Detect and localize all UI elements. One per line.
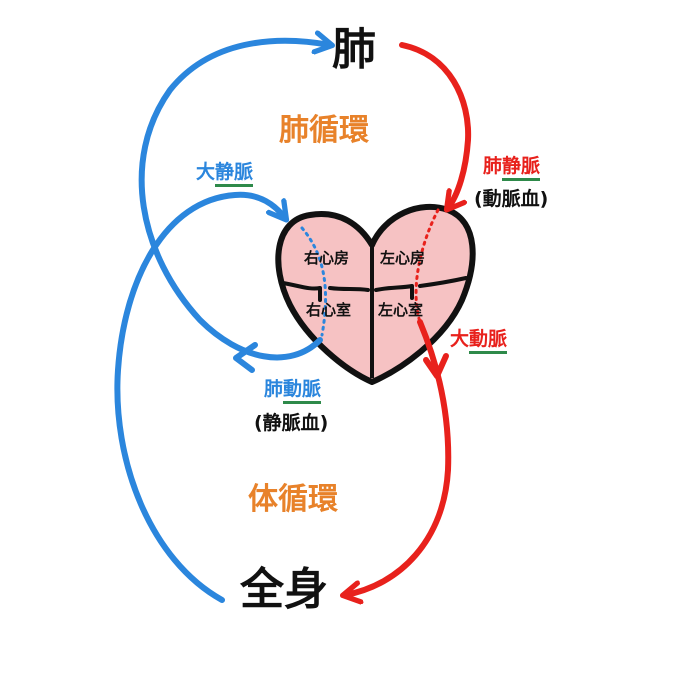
pulmonary-circulation-label: 肺循環	[279, 113, 369, 148]
left-heart-flow-dotted	[414, 208, 440, 324]
pulmonary-artery-underlined: 動脈	[283, 378, 322, 404]
pulmonary-artery-arrow	[138, 41, 330, 361]
systemic-circulation-label: 体循環	[248, 482, 338, 517]
aorta-underlined: 動脈	[469, 328, 508, 354]
pulmonary-vein-label: 肺静脈	[483, 155, 541, 181]
vena-cava-label: 大静脈	[196, 161, 254, 187]
venous-blood-label: (静脈血)	[254, 412, 329, 434]
aorta-arrow	[345, 319, 452, 595]
vena-cava-underlined: 静脈	[215, 161, 254, 187]
right-heart-flow-dotted	[300, 226, 328, 337]
body-label: 全身	[240, 564, 328, 615]
valve-line-right	[281, 281, 370, 302]
aorta-prefix: 大	[450, 328, 470, 350]
vena-cava-prefix: 大	[196, 161, 216, 183]
pulmonary-vein-underlined: 静脈	[502, 155, 541, 181]
valve-line-left	[374, 276, 468, 300]
lung-label: 肺	[332, 24, 376, 75]
right-atrium-label: 右心房	[304, 249, 350, 267]
right-ventricle-label: 右心室	[306, 301, 352, 319]
left-atrium-label: 左心房	[380, 249, 426, 267]
pulmonary-artery-label: 肺動脈	[264, 378, 322, 404]
left-ventricle-label: 左心室	[378, 301, 424, 319]
pulmonary-artery-arrowhead	[233, 342, 258, 373]
vena-cava-arrow	[114, 191, 285, 603]
pulmonary-vein-arrow	[399, 42, 472, 208]
arterial-blood-label: (動脈血)	[474, 188, 549, 210]
pulmonary-artery-prefix: 肺	[264, 378, 284, 400]
aorta-label: 大動脈	[450, 328, 508, 354]
pulmonary-vein-prefix: 肺	[483, 155, 503, 177]
aorta-arrowhead	[423, 353, 449, 379]
